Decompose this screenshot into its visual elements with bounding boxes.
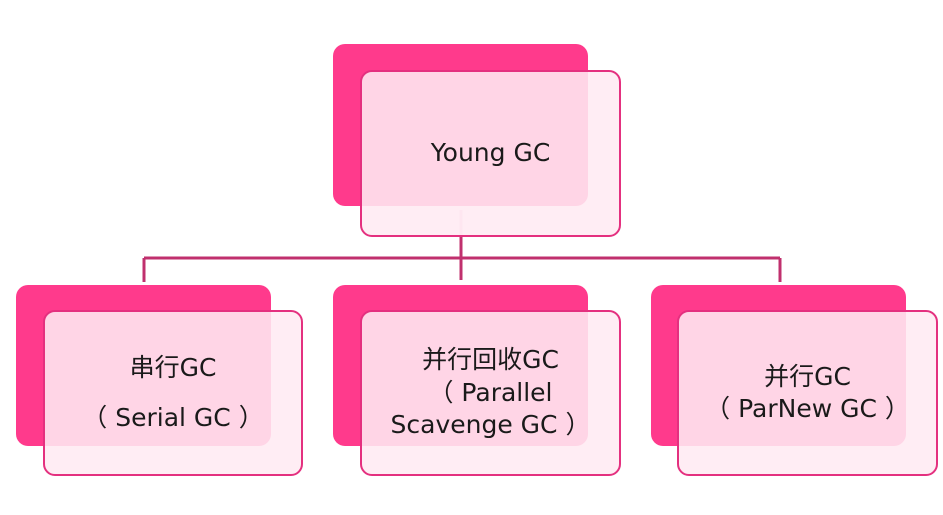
child-node-parallel-scavenge-subtitle-1: （ Parallel: [428, 377, 553, 407]
root-node-box: Young GC: [360, 70, 621, 237]
child-node-parallel-scavenge-title: 并行回收GC: [422, 345, 559, 375]
child-node-parnew-subtitle: （ ParNew GC ）: [705, 394, 910, 423]
child-node-parallel-scavenge-subtitle-2: Scavenge GC ）: [390, 410, 591, 440]
child-node-parnew-title: 并行GC: [764, 361, 851, 391]
child-node-serial-box: 串行GC （ Serial GC ）: [43, 310, 303, 476]
child-node-serial-title: 串行GC: [129, 352, 217, 382]
child-node-serial-subtitle: （ Serial GC ）: [82, 403, 264, 432]
child-node-parallel-scavenge-box: 并行回收GC （ Parallel Scavenge GC ）: [360, 310, 621, 476]
child-node-parnew-box: 并行GC （ ParNew GC ）: [677, 310, 938, 476]
root-node-label: Young GC: [430, 138, 551, 168]
